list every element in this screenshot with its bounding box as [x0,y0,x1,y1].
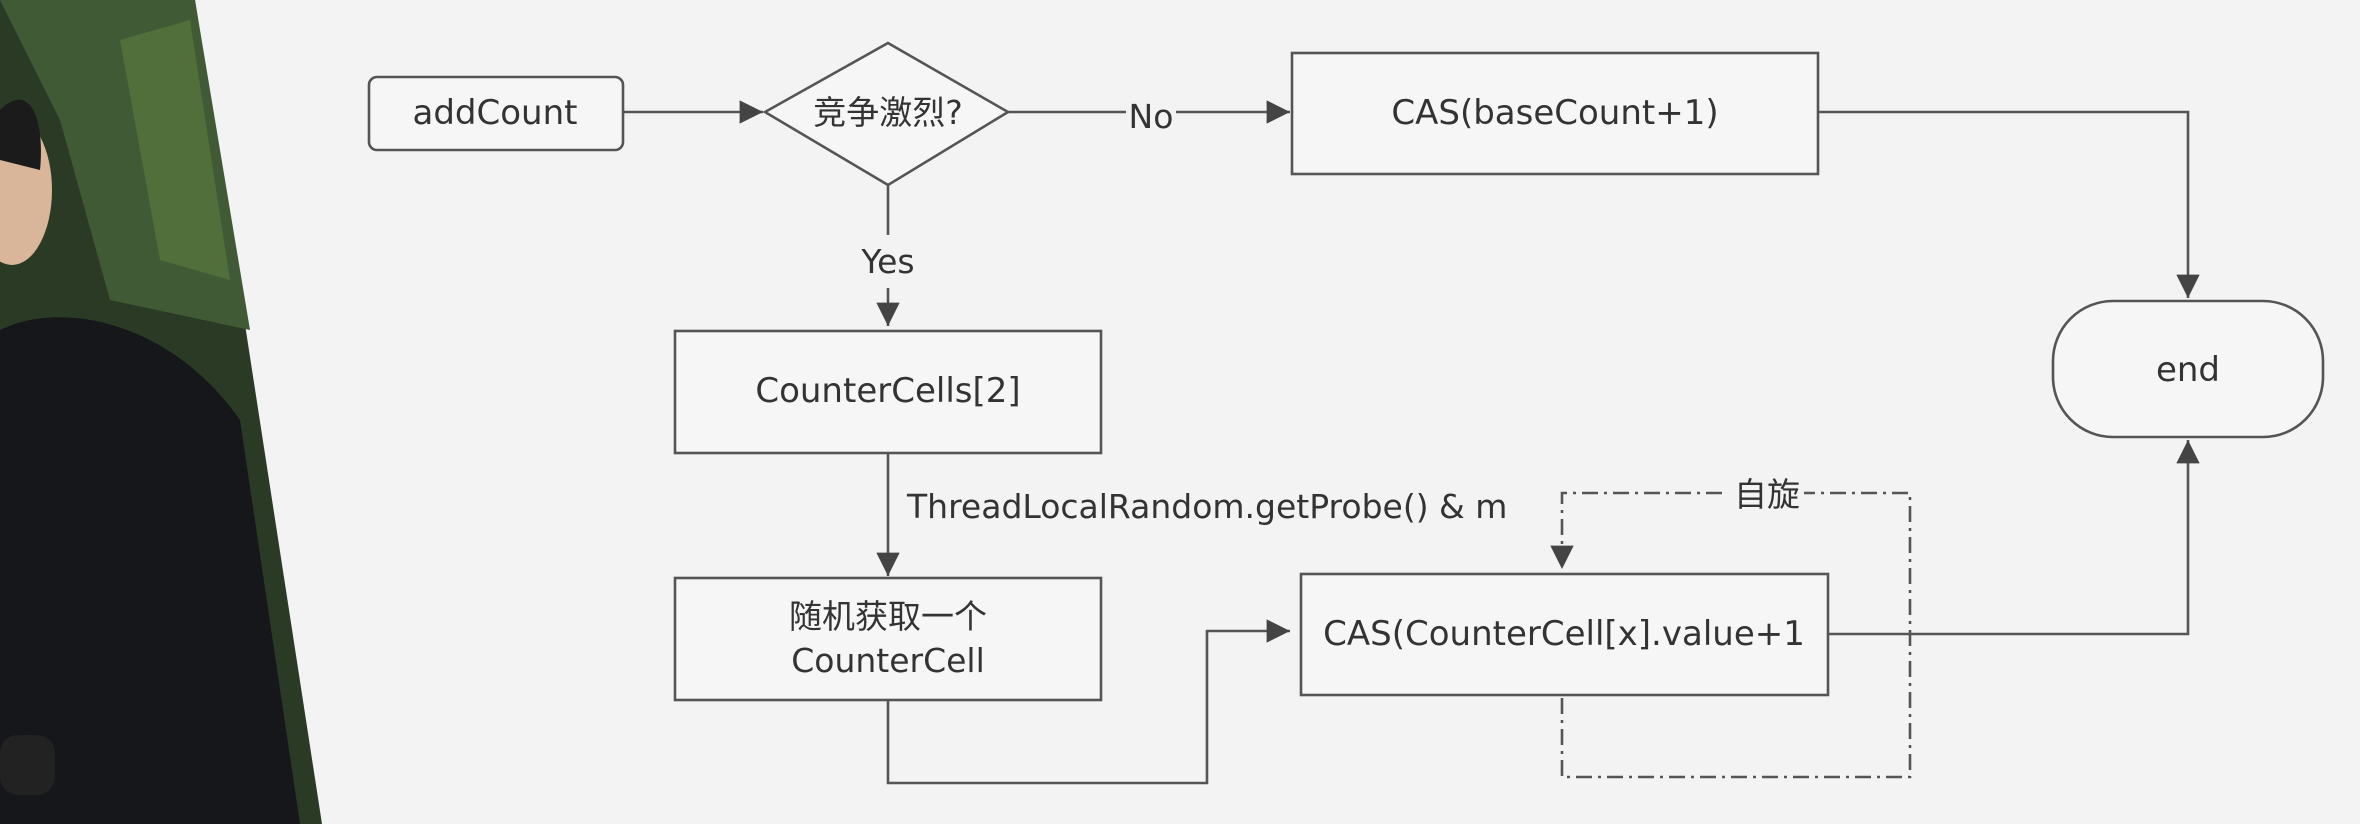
edge-label-spin: 自旋 [1734,475,1800,514]
edge-random-cascell [886,619,1290,785]
edge-label-yes: Yes [860,242,914,281]
addcount-label: addCount [413,93,578,133]
edge-label-no: No [1129,97,1174,136]
edge-label-probe: ThreadLocalRandom.getProbe() & m [906,487,1507,526]
random-label-line2: CounterCell [791,641,985,680]
cas-cell-label: CAS(CounterCell[x].value+1 [1323,614,1805,654]
edge-spin-loop [1550,491,1912,779]
cas-base-label: CAS(baseCount+1) [1391,93,1718,133]
random-label-line1: 随机获取一个 [789,597,987,636]
edge-labels: No Yes ThreadLocalRandom.getProbe() & m … [860,97,1804,526]
node-decision [762,41,1011,187]
node-labels: addCount 竞争激烈? CAS(baseCount+1) end Coun… [413,93,2221,680]
edges [623,100,2200,785]
node-counter-cells [673,329,1103,455]
counter-cells-label: CounterCells[2] [755,371,1020,411]
nodes [367,41,2325,702]
decision-label: 竞争激烈? [813,93,963,132]
edge-cascell-end [1828,440,2200,636]
node-end [2051,299,2325,439]
presenter-video [0,0,322,824]
end-label: end [2156,350,2220,390]
node-cas-base [1290,51,1820,176]
node-addcount [367,75,625,152]
edge-casbase-end [1818,110,2200,298]
node-cas-cell [1299,572,1830,697]
node-random [673,576,1103,702]
